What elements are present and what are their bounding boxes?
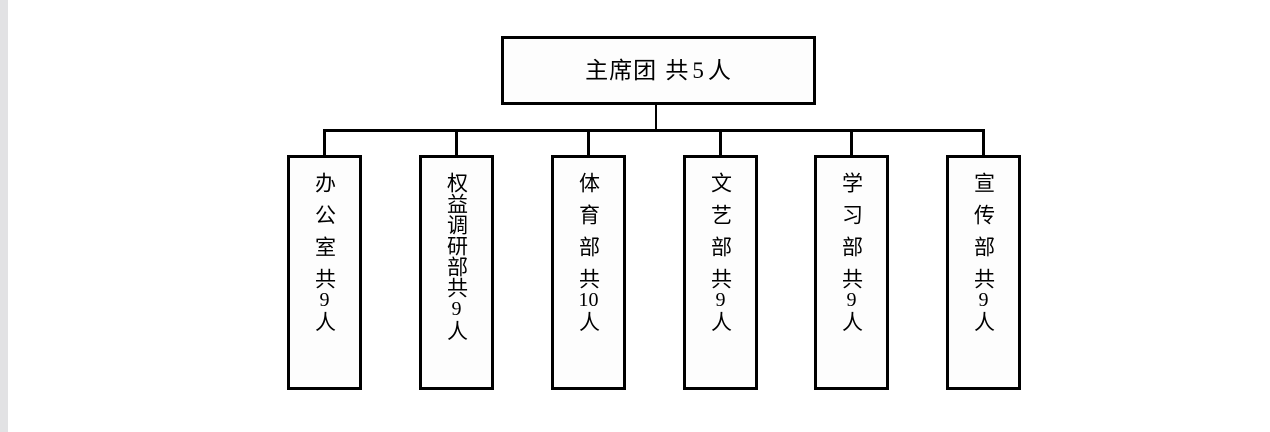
connector-bus [323,129,984,132]
node-office-count-suffix: 人 [312,311,337,332]
connector-drop-publicity-department [982,129,985,155]
connector-root-stem [655,105,657,131]
node-presidium-count-prefix: 共 [665,57,690,84]
node-arts-department-label: 文艺部共9人 [708,172,733,332]
node-sports-department-count-suffix: 人 [576,311,601,332]
node-publicity-department[interactable]: 宣传部共9人 [946,155,1021,390]
node-presidium-name: 主席团 [585,57,658,84]
connector-drop-office [323,129,326,155]
node-arts-department-name: 文艺部 [708,172,733,268]
node-arts-department[interactable]: 文艺部共9人 [683,155,758,390]
node-publicity-department-count-group: 共9人 [972,268,996,332]
node-rights-research-department-name: 权益调研部 [444,172,469,277]
node-publicity-department-count: 9 [978,289,989,311]
node-presidium-count: 5 [692,57,705,83]
page-gutter [0,0,8,432]
node-office[interactable]: 办公室共9人 [287,155,362,390]
node-study-department-name: 学习部 [839,172,864,268]
node-rights-research-department-count-group: 共9人 [445,277,469,341]
node-study-department-count-suffix: 人 [839,311,864,332]
node-publicity-department-name: 宣传部 [971,172,996,268]
node-arts-department-count-group: 共9人 [709,268,733,332]
node-sports-department-count: 10 [578,289,599,311]
connector-drop-arts-department [719,129,722,155]
node-sports-department-count-group: 共10人 [577,268,601,332]
node-publicity-department-label: 宣传部共9人 [971,172,996,332]
node-office-count: 9 [319,289,330,311]
node-rights-research-department-count-suffix: 人 [444,320,469,341]
node-rights-research-department-count: 9 [451,298,462,320]
node-office-count-prefix: 共 [312,268,337,289]
node-arts-department-count-suffix: 人 [708,311,733,332]
node-office-count-group: 共9人 [313,268,337,332]
node-arts-department-count-prefix: 共 [708,268,733,289]
node-presidium-count-suffix: 人 [707,57,732,84]
connector-drop-rights-research-department [455,129,458,155]
connector-drop-sports-department [587,129,590,155]
node-sports-department-label: 体育部共10人 [576,172,601,332]
node-study-department-label: 学习部共9人 [839,172,864,332]
node-rights-research-department[interactable]: 权益调研部共9人 [419,155,494,390]
node-arts-department-count: 9 [715,289,726,311]
node-sports-department[interactable]: 体育部共10人 [551,155,626,390]
node-sports-department-name: 体育部 [576,172,601,268]
node-publicity-department-count-suffix: 人 [971,311,996,332]
node-study-department-count-group: 共9人 [840,268,864,332]
node-office-label: 办公室共9人 [312,172,337,332]
node-study-department-count: 9 [846,289,857,311]
node-rights-research-department-label: 权益调研部共9人 [444,172,469,341]
node-publicity-department-count-prefix: 共 [971,268,996,289]
node-office-name: 办公室 [312,172,337,268]
node-study-department[interactable]: 学习部共9人 [814,155,889,390]
connector-drop-study-department [850,129,853,155]
node-sports-department-count-prefix: 共 [576,268,601,289]
node-rights-research-department-count-prefix: 共 [444,277,469,298]
node-study-department-count-prefix: 共 [839,268,864,289]
